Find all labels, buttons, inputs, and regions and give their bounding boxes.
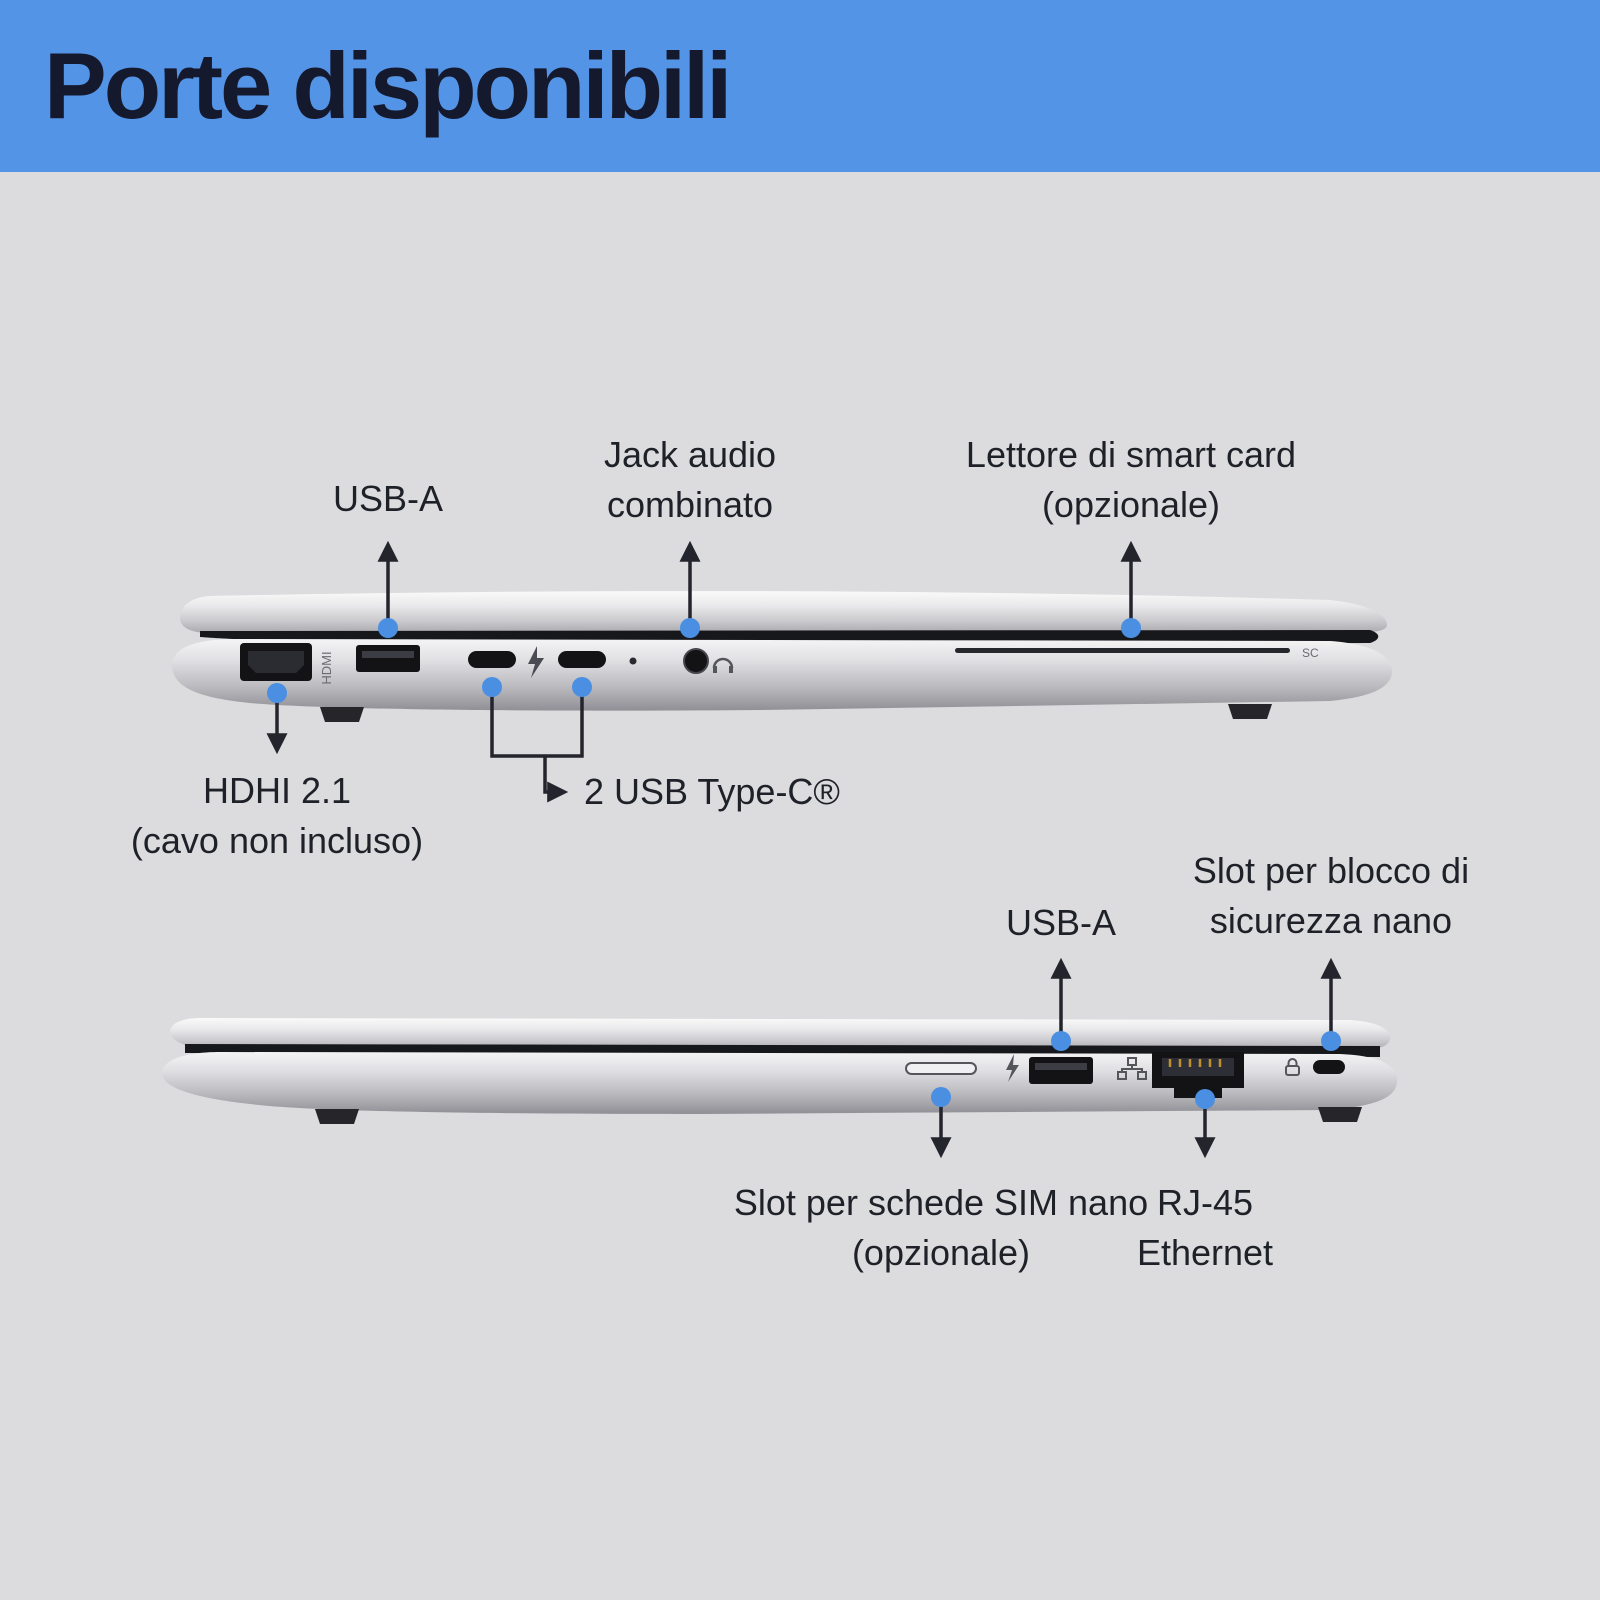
callout-line: (opzionale) — [851, 1232, 1031, 1273]
sim-slot — [905, 1062, 977, 1075]
laptop-left-side-view: HDMI SC — [172, 591, 1393, 722]
callout-sim: Slot per schede SIM nano (opzionale) — [734, 1178, 1148, 1278]
rj45-port — [1152, 1052, 1244, 1098]
callout-hdmi: HDHI 2.1 (cavo non incluso) — [131, 766, 423, 866]
callout-line: (opzionale) — [1041, 484, 1221, 525]
laptop-foot — [1228, 704, 1272, 719]
dot-usb-c-2 — [572, 677, 592, 697]
dot-hdmi — [267, 683, 287, 703]
callout-line: Jack audio — [603, 434, 777, 475]
headset-icon — [712, 657, 734, 673]
laptop-foot — [320, 707, 364, 722]
smart-card-slot — [955, 648, 1290, 653]
laptop-foot — [1318, 1107, 1362, 1122]
callout-line: sicurezza nano — [1209, 900, 1453, 941]
hdmi-port-marking: HDMI — [319, 651, 334, 684]
callout-line: Lettore di smart card — [965, 434, 1297, 475]
laptop-foot — [315, 1109, 359, 1124]
callout-line: combinato — [606, 484, 774, 525]
usb-c-port-1 — [468, 651, 516, 668]
bracket-usb-c — [490, 689, 584, 758]
laptop-right-side-view — [162, 1018, 1398, 1124]
arrow-usb-c — [543, 756, 569, 803]
callout-line: 2 USB Type-C® — [584, 771, 840, 812]
callout-usb-a-bottom: USB-A — [1006, 898, 1116, 948]
callout-security-lock: Slot per blocco di sicurezza nano — [1193, 846, 1469, 946]
callout-dots — [267, 618, 1341, 1109]
callout-line: HDHI 2.1 — [202, 770, 352, 811]
smart-card-marking: SC — [1302, 646, 1319, 660]
callout-line: Slot per schede SIM nano — [733, 1182, 1149, 1223]
callout-line: USB-A — [1005, 902, 1117, 943]
usb-a-port — [356, 645, 420, 672]
callout-line: Slot per blocco di — [1192, 850, 1470, 891]
hdmi-port — [240, 643, 312, 681]
dot-security-lock — [1321, 1031, 1341, 1051]
callout-line: USB-A — [332, 478, 444, 519]
dot-sim — [931, 1087, 951, 1107]
laptop-lid — [179, 591, 1388, 633]
audio-jack-port — [683, 648, 709, 674]
callout-lines — [266, 540, 1342, 1159]
superspeed-icon — [1006, 1054, 1019, 1082]
network-icon — [1117, 1057, 1147, 1080]
header-banner: Porte disponibili — [0, 0, 1600, 172]
usb-a-port — [1029, 1057, 1093, 1084]
dot-audio-jack — [680, 618, 700, 638]
dot-usb-c-1 — [482, 677, 502, 697]
dot-usb-a-top — [378, 618, 398, 638]
callout-line: (cavo non incluso) — [130, 820, 424, 861]
callout-audio-jack: Jack audio combinato — [604, 430, 776, 530]
security-lock-slot — [1313, 1060, 1345, 1074]
page-title: Porte disponibili — [44, 33, 732, 138]
thunderbolt-icon — [528, 646, 544, 678]
callout-usb-a-top: USB-A — [333, 474, 443, 524]
laptop-lid — [170, 1018, 1390, 1050]
callout-smart-card: Lettore di smart card (opzionale) — [966, 430, 1296, 530]
callout-line: Ethernet — [1136, 1232, 1274, 1273]
usb-c-port-2 — [558, 651, 606, 668]
dot-rj45 — [1195, 1089, 1215, 1109]
dot-usb-a-bottom — [1051, 1031, 1071, 1051]
callout-line: RJ-45 — [1156, 1182, 1254, 1223]
lock-icon — [1285, 1058, 1300, 1076]
callout-rj45: RJ-45 Ethernet — [1137, 1178, 1273, 1278]
callout-usb-c: 2 USB Type-C® — [584, 767, 840, 817]
mic-hole — [629, 657, 637, 665]
dot-smart-card — [1121, 618, 1141, 638]
